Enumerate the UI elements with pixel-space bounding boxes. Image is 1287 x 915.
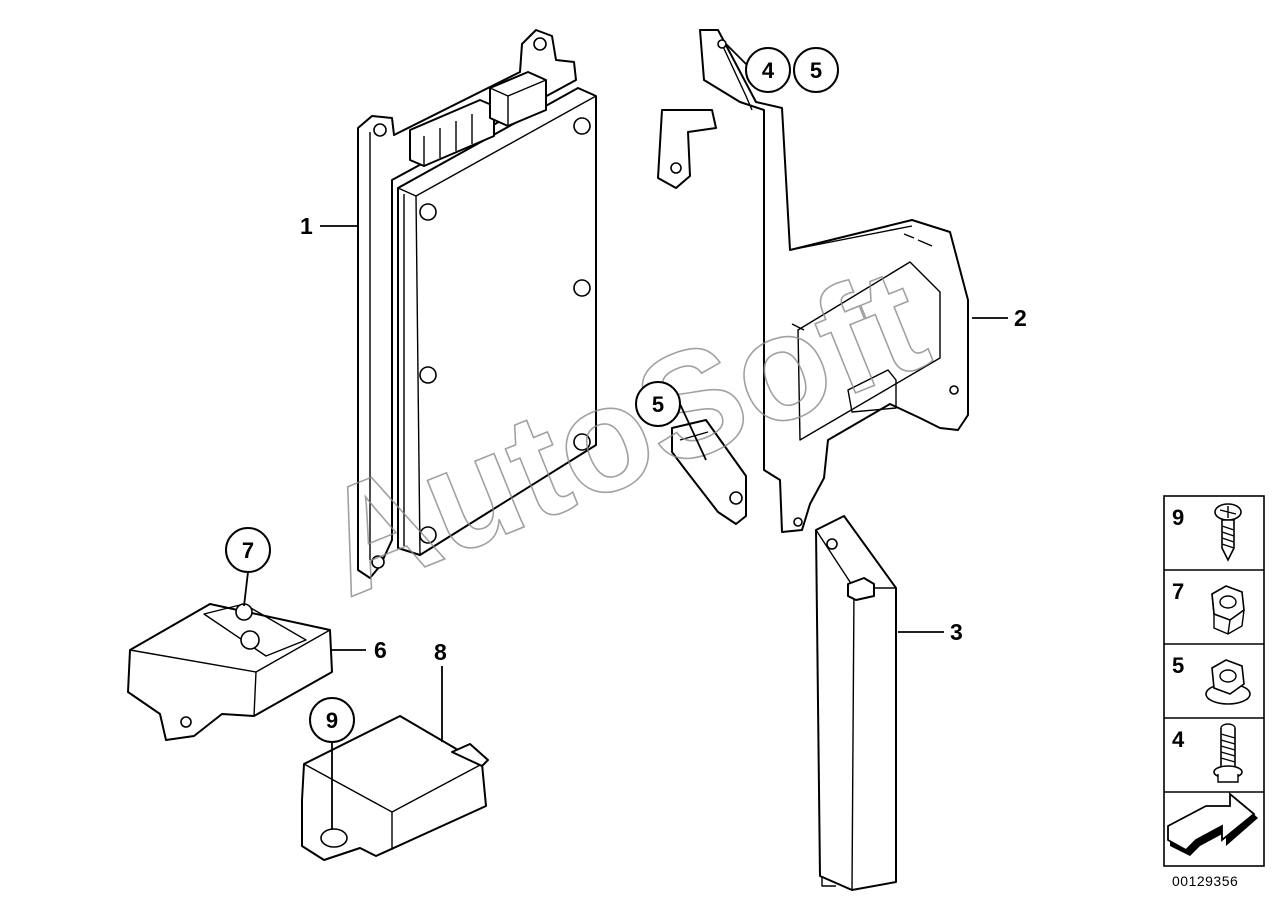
document-number: 00129356 [1172, 873, 1238, 889]
control-unit-part-1[interactable] [357, 29, 597, 579]
module-part-6[interactable] [127, 603, 333, 741]
callout-5-top[interactable]: 5 [793, 47, 839, 93]
callout-4[interactable]: 4 [745, 47, 791, 93]
part-number-2: 2 [1014, 305, 1027, 331]
callout-9[interactable]: 9 [309, 697, 355, 743]
next-page-arrow-icon[interactable] [1167, 792, 1258, 856]
svg-text:4: 4 [762, 58, 775, 83]
screw-icon [1214, 503, 1242, 562]
hex-nut-icon [1211, 585, 1245, 635]
part-number-6: 6 [374, 637, 387, 663]
callout-7[interactable]: 7 [225, 527, 271, 573]
bracket-part-2[interactable] [657, 29, 969, 533]
callout-5-lower[interactable]: 5 [635, 381, 681, 427]
svg-text:4: 4 [1172, 727, 1185, 752]
svg-text:9: 9 [326, 708, 338, 733]
part-number-3: 3 [950, 619, 963, 645]
legend-row-4[interactable]: 4 [1172, 723, 1243, 783]
svg-text:5: 5 [810, 58, 822, 83]
leader-lines [243, 43, 1008, 830]
antenna-module-part-3[interactable] [815, 515, 897, 891]
svg-text:5: 5 [652, 392, 664, 417]
legend-row-9[interactable]: 9 [1172, 503, 1242, 562]
part-number-1: 1 [300, 213, 313, 239]
svg-text:5: 5 [1172, 653, 1184, 678]
flange-nut-icon [1205, 659, 1251, 705]
module-part-8[interactable] [301, 715, 489, 861]
part-number-8: 8 [434, 639, 447, 665]
svg-text:9: 9 [1172, 505, 1184, 530]
legend-row-7[interactable]: 7 [1172, 579, 1245, 635]
hardware-legend: 9 7 5 [1163, 495, 1265, 867]
stud-bolt-icon [1213, 723, 1243, 783]
legend-row-5[interactable]: 5 [1172, 653, 1251, 705]
svg-text:7: 7 [1172, 579, 1184, 604]
svg-text:7: 7 [242, 538, 254, 563]
